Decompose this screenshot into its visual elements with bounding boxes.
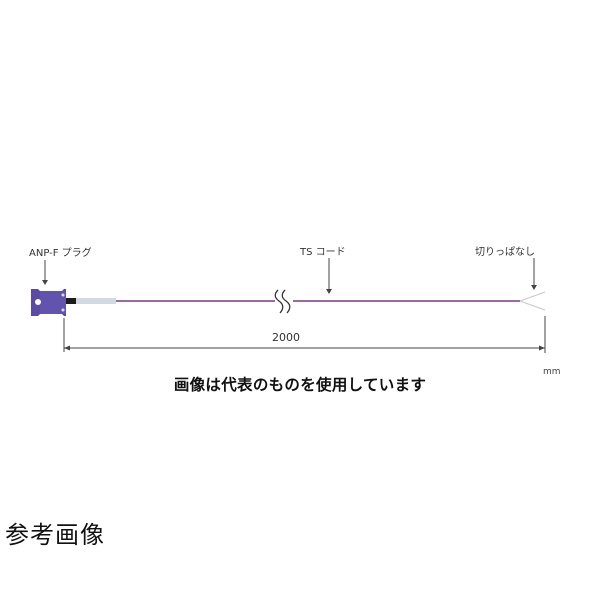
disclaimer-caption: 画像は代表のものを使用しています xyxy=(173,376,427,394)
cord-label: TS コード xyxy=(300,247,346,258)
cut-end-label: 切りっぱなし xyxy=(475,247,535,258)
cable-sleeve xyxy=(76,298,116,304)
plug-pointer-arrow xyxy=(42,260,48,285)
reference-image-title: 参考画像 xyxy=(5,521,105,549)
dimension-unit: mm xyxy=(543,367,561,377)
cord-pointer-arrow xyxy=(326,258,332,294)
cut-end-wires xyxy=(519,291,546,311)
break-symbol xyxy=(274,288,293,314)
dimension-value: 2000 xyxy=(272,331,300,344)
plug-label: ANP-F プラグ xyxy=(29,248,92,259)
cut-end-pointer-arrow xyxy=(531,258,537,290)
dimension-line xyxy=(63,316,546,353)
connector-plug xyxy=(31,289,66,316)
strain-relief xyxy=(66,298,76,304)
